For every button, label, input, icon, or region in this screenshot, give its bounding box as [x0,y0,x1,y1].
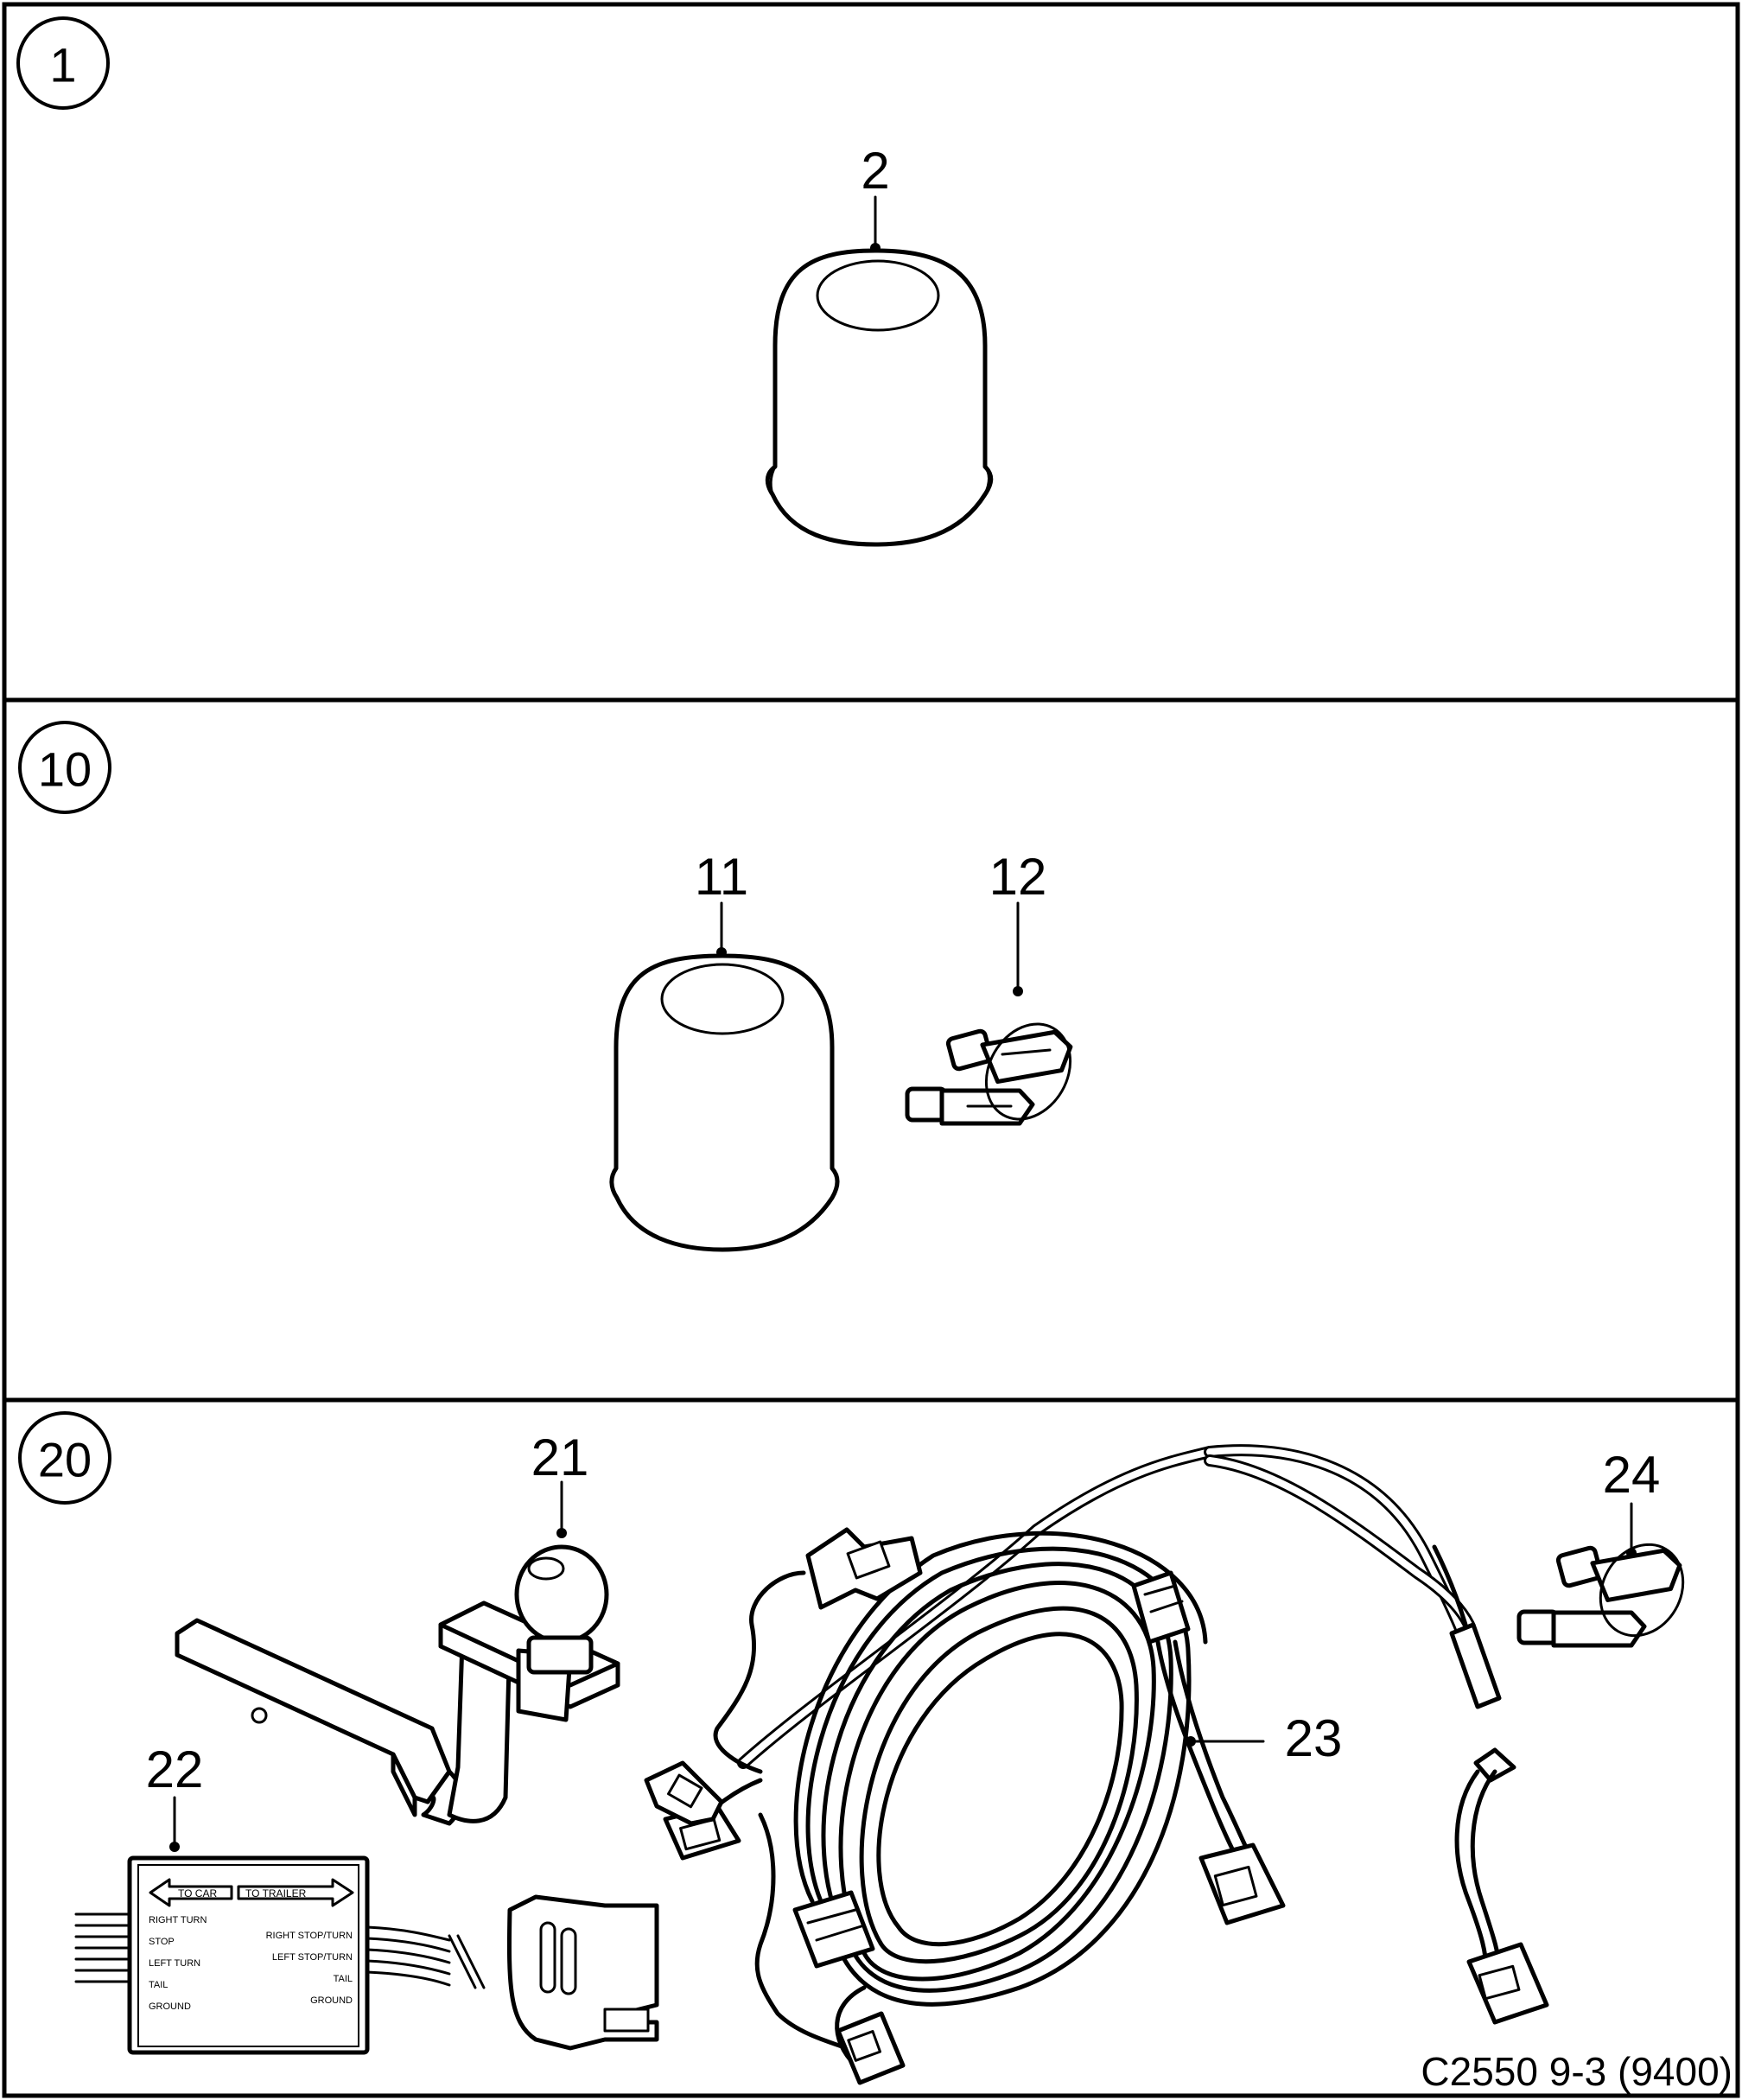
connector-bottom [836,2011,906,2085]
module-tail-right: TAIL [334,1974,353,1984]
panel-20-badge: 20 [18,1411,111,1505]
module-left-turn: LEFT TURN [149,1958,200,1969]
panel-1-number: 1 [49,38,76,92]
leader-dot-12 [1013,986,1023,996]
module-left-stop-turn: LEFT STOP/TURN [272,1952,353,1963]
connector-far-right-mid [1454,1747,1516,1973]
connector-top-left [805,1527,923,1610]
wiring-harness-23 [644,1444,1549,2085]
connector-bottom-center [792,1890,875,1969]
module-ground-right: GROUND [310,1995,353,2006]
module-tail-left: TAIL [149,1980,168,1990]
converter-module-22: TO CAR TO TRAILER RIGHT TURN STOP LEFT T… [74,1855,659,2055]
module-input-wires [74,1912,131,1983]
panel-20-number: 20 [38,1433,92,1487]
callout-12: 12 [989,848,1047,906]
callout-24: 24 [1603,1446,1661,1504]
connector-far-right-top [1449,1622,1502,1709]
ball-cover-11 [609,953,840,1252]
panel-1-badge: 1 [16,16,110,110]
leader-dot-21 [556,1528,567,1538]
module-right-stop-turn: RIGHT STOP/TURN [266,1931,353,1941]
connector-far-right-bottom [1466,1942,1549,2025]
tow-bar-21 [175,1544,620,1826]
panel-frame-20 [2,1397,1740,2098]
keys-24 [1516,1543,1685,1648]
panel-10-number: 10 [38,742,92,797]
module-right-turn: RIGHT TURN [149,1915,207,1925]
module-ground-left: GROUND [149,2001,191,2012]
keys-12 [905,1022,1073,1126]
callout-2: 2 [861,142,889,200]
connector-right-upper [1131,1570,1191,1645]
connector-lower-left [644,1760,724,1826]
module-to-car: TO CAR [178,1887,217,1900]
module-stop: STOP [149,1937,175,1947]
panel-frame-10 [2,697,1740,1403]
figure-code: C2550 9-3 (9400) [1421,2049,1732,2094]
ball-cover-2 [765,248,994,547]
callout-11: 11 [695,848,748,906]
panel-10-badge: 10 [18,721,111,814]
module-output-wires [366,1925,486,1989]
module-to-trailer: TO TRAILER [245,1887,307,1900]
leader-dot-22 [169,1842,180,1852]
connector-right-lower [1198,1842,1286,1925]
callout-23: 23 [1285,1709,1343,1767]
callout-21: 21 [531,1429,589,1486]
callout-22: 22 [146,1740,204,1798]
